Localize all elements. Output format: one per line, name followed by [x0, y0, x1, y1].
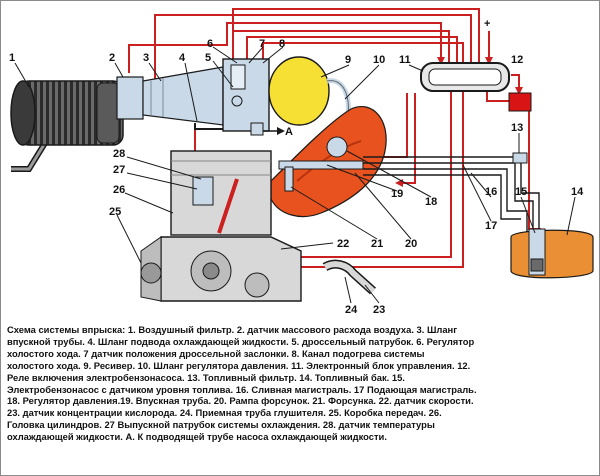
intake-hose [116, 66, 224, 126]
callout-14: 14 [571, 186, 584, 198]
callout-13: 13 [511, 122, 523, 134]
callout-21: 21 [371, 238, 383, 250]
caption-line: охлаждающей жидкости. А. К подводящей тр… [7, 431, 387, 443]
throttle-body [222, 58, 285, 136]
fuel-tank [510, 228, 594, 279]
callout-19: 19 [391, 188, 403, 200]
callout-16: 16 [485, 186, 497, 198]
callout-27: 27 [113, 164, 125, 176]
callout-26: 26 [113, 184, 125, 196]
fuel-pump-relay [508, 92, 532, 112]
callout-15: 15 [515, 186, 527, 198]
caption-line: Схема системы впрыска: 1. Воздушный филь… [7, 324, 458, 335]
caption-line: Головка цилиндров. 27 Выпускной патрубок… [7, 419, 435, 431]
caption-line: холостого хода. 7 датчик положения дросс… [7, 347, 425, 359]
caption-line: 23. датчик концентрации кислорода. 24. П… [7, 407, 442, 419]
callout-12: 12 [511, 54, 523, 66]
callout-5: 5 [205, 52, 211, 64]
callout-7: 7 [259, 38, 265, 50]
callout-25: 25 [109, 206, 121, 218]
callout-22: 22 [337, 238, 349, 250]
engine [140, 150, 302, 302]
receiver [268, 56, 330, 126]
callout-a: А [285, 126, 293, 138]
caption-line: впускной трубы. 4. Шланг подвода охлажда… [7, 335, 475, 347]
callout-11: 11 [399, 54, 411, 66]
exhaust-pipe [322, 259, 377, 295]
plus-terminal: + [484, 18, 490, 30]
callout-3: 3 [143, 52, 149, 64]
callout-20: 20 [405, 238, 417, 250]
coolant-hose [194, 123, 223, 130]
callout-28: 28 [113, 148, 125, 160]
ecu [420, 62, 510, 92]
callout-23: 23 [373, 304, 385, 316]
callout-9: 9 [345, 54, 351, 66]
figure-caption: Схема системы впрыска: 1. Воздушный филь… [7, 324, 593, 443]
fuel-rail [278, 136, 364, 192]
caption-line: Реле включения электробензонасоса. 13. Т… [7, 371, 405, 383]
fuel-lines [363, 156, 540, 241]
callout-24: 24 [345, 304, 358, 316]
caption-line: 18. Регулятор давления.19. Впускная труб… [7, 395, 474, 407]
callout-17: 17 [485, 220, 497, 232]
leader-lines [14, 46, 576, 304]
callout-18: 18 [425, 196, 437, 208]
air-filter [10, 80, 124, 172]
callout-1: 1 [9, 52, 15, 64]
fuel-filter [512, 152, 528, 164]
callout-8: 8 [279, 38, 285, 50]
caption-line: холостого хода. 9. Ресивер. 10. Шланг ре… [7, 359, 471, 371]
callout-6: 6 [207, 38, 213, 50]
injection-system-diagram: 1 2 3 4 5 6 7 8 9 10 11 12 13 14 15 16 1… [9, 8, 594, 316]
callout-2: 2 [109, 52, 115, 64]
callout-10: 10 [373, 54, 385, 66]
caption-line: Электробензонасос с датчиком уровня топл… [7, 383, 477, 395]
callout-4: 4 [179, 52, 186, 64]
callout-labels: 1 2 3 4 5 6 7 8 9 10 11 12 13 14 15 16 1… [9, 18, 584, 316]
